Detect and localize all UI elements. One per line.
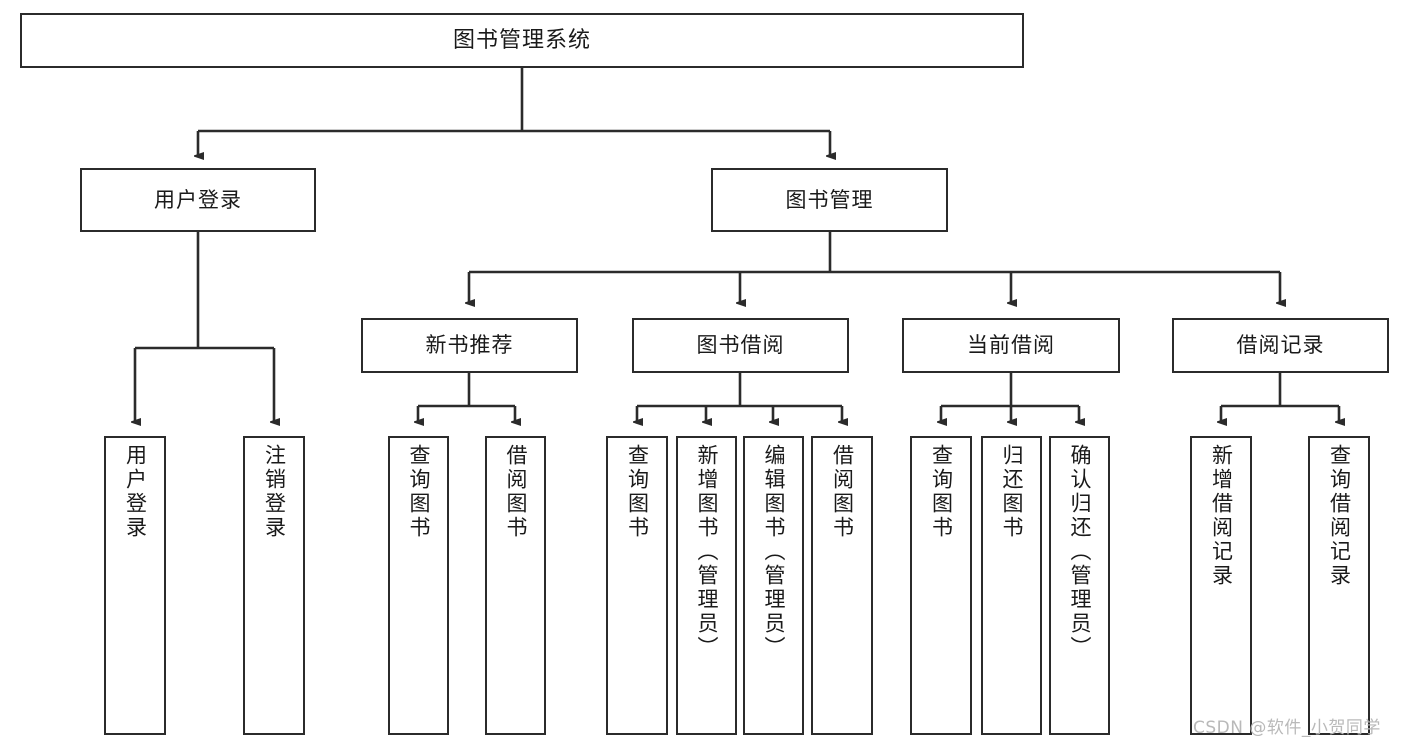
node-label: 归还图书 [1000,444,1025,540]
leaf-borrow-record-add-record[interactable]: 新增借阅记录 [1190,436,1252,735]
node-root-book-management-system[interactable]: 图书管理系统 [20,13,1024,68]
node-label: 用户登录 [123,444,148,540]
watermark-text: CSDN @软件_小贺同学 [1193,718,1381,738]
node-label: 新增借阅记录 [1209,444,1234,588]
leaf-new-book-query-book[interactable]: 查询图书 [388,436,449,735]
node-label: 图书借阅 [696,333,785,358]
leaf-current-borrow-confirm-return-admin[interactable]: 确认归还（管理员） [1049,436,1110,735]
node-label: 借阅记录 [1236,333,1325,358]
leaf-book-borrow-borrow-book[interactable]: 借阅图书 [811,436,873,735]
leaf-current-borrow-query-book[interactable]: 查询图书 [910,436,972,735]
leaf-new-book-borrow-book[interactable]: 借阅图书 [485,436,546,735]
node-label: 图书管理系统 [452,27,591,53]
node-label: 借阅图书 [504,444,529,540]
node-label: 查询借阅记录 [1327,444,1352,588]
node-book-borrow[interactable]: 图书借阅 [632,318,849,373]
leaf-current-borrow-return-book[interactable]: 归还图书 [981,436,1042,735]
node-label: 图书管理 [785,187,874,212]
node-label: 新书推荐 [425,333,514,358]
node-borrow-record[interactable]: 借阅记录 [1172,318,1389,373]
node-current-borrow[interactable]: 当前借阅 [902,318,1120,373]
node-label: 借阅图书 [830,444,855,540]
node-label: 新增图书（管理员） [695,444,720,660]
leaf-book-borrow-query-book[interactable]: 查询图书 [606,436,668,735]
node-label: 注销登录 [262,444,287,540]
node-book-management[interactable]: 图书管理 [711,168,948,232]
node-new-book-recommend[interactable]: 新书推荐 [361,318,578,373]
leaf-user-login-logout[interactable]: 注销登录 [243,436,305,735]
node-label: 查询图书 [407,444,432,540]
node-label: 查询图书 [929,444,954,540]
leaf-book-borrow-add-book-admin[interactable]: 新增图书（管理员） [676,436,737,735]
node-label: 编辑图书（管理员） [762,444,787,660]
node-label: 当前借阅 [967,333,1055,358]
node-label: 确认归还（管理员） [1068,444,1093,660]
leaf-user-login-login[interactable]: 用户登录 [104,436,166,735]
node-user-login[interactable]: 用户登录 [80,168,316,232]
node-label: 用户登录 [154,187,242,212]
node-label: 查询图书 [625,444,650,540]
leaf-book-borrow-edit-book-admin[interactable]: 编辑图书（管理员） [743,436,804,735]
leaf-borrow-record-query-record[interactable]: 查询借阅记录 [1308,436,1370,735]
